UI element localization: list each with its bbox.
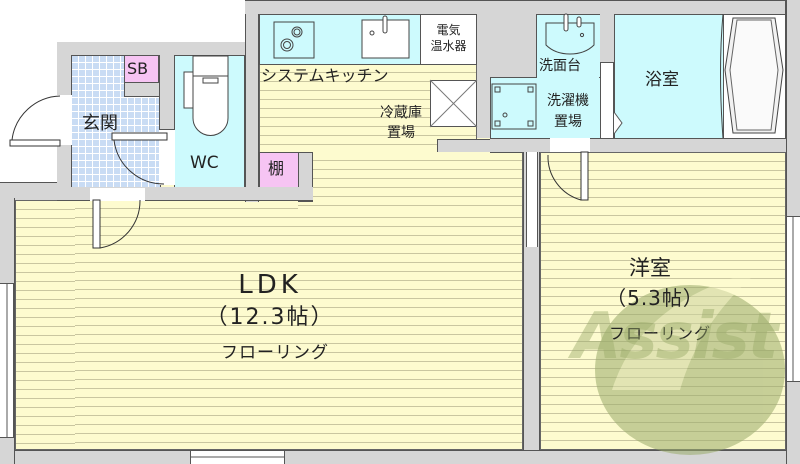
- ldk-door-icon[interactable]: [92, 199, 141, 249]
- ldk-western-opening: [526, 152, 538, 247]
- shoe-box-label: SB: [127, 59, 149, 78]
- bathroom-label: 浴室: [645, 70, 679, 90]
- toilet-icon: [183, 55, 229, 136]
- front-door-opening: [57, 95, 72, 145]
- entrance-label: 玄関: [82, 113, 118, 134]
- water-heater-label: 電気 温水器: [420, 22, 477, 54]
- western-room-name: 洋室: [629, 256, 671, 280]
- bathtub-icon: [720, 13, 784, 139]
- ldk-floor-type: フローリング: [221, 343, 329, 363]
- front-door-icon[interactable]: [9, 95, 61, 147]
- fridge-label: 冷蔵庫 置場: [370, 103, 432, 143]
- washer-line1: 洗濯機: [547, 93, 589, 109]
- washroom-door-icon[interactable]: [547, 151, 589, 201]
- western-room-floor-type: フローリング: [608, 324, 711, 343]
- wc-door-icon[interactable]: [111, 132, 168, 185]
- wc-door-opening: [159, 130, 175, 185]
- assist-watermark: [595, 270, 785, 455]
- washer-icon: [491, 83, 537, 130]
- ldk-floor-main: [72, 200, 523, 450]
- washroom-bath-wall: [600, 14, 614, 62]
- fridge-icon: [429, 79, 478, 128]
- ldk-name: LDK: [238, 270, 302, 300]
- fridge-line2: 置場: [387, 125, 415, 141]
- kitchen-sink-icon: [361, 15, 410, 59]
- fridge-line1: 冷蔵庫: [380, 105, 422, 121]
- washbasin-icon: [545, 13, 595, 55]
- stove-icon: [273, 21, 315, 59]
- water-heater-line1: 電気: [436, 23, 461, 37]
- water-heater-line2: 温水器: [430, 39, 467, 53]
- ldk-size: （12.3帖）: [205, 305, 335, 330]
- washer-label: 洗濯機 置場: [536, 91, 600, 133]
- bath-door-icon: [613, 111, 623, 135]
- ldk-floor-left: [15, 200, 75, 450]
- kitchen-top-wall: [245, 0, 800, 14]
- kitchen-label: システムキッチン: [261, 66, 389, 85]
- toilet-label: WC: [190, 153, 219, 173]
- washroom-door-opening: [550, 138, 590, 153]
- ldk-notch-white: [0, 82, 57, 182]
- water-heater[interactable]: [420, 14, 477, 65]
- entrance-ldk-opening: [90, 188, 145, 201]
- washer-space-fill: [537, 77, 599, 138]
- ldk-notch-wall: [0, 182, 57, 200]
- watermark-text: Assist: [572, 300, 778, 374]
- washer-line2: 置場: [554, 114, 582, 130]
- washbasin-label: 洗面台: [539, 58, 581, 74]
- ldk-floor-middle: [298, 152, 523, 212]
- kitchen-right-wall: [477, 14, 490, 138]
- shoe-box[interactable]: [124, 55, 159, 83]
- western-room-size: （5.3帖）: [606, 286, 704, 310]
- shelf-label: 棚: [268, 159, 285, 178]
- toilet-kitchen-wall: [245, 14, 259, 202]
